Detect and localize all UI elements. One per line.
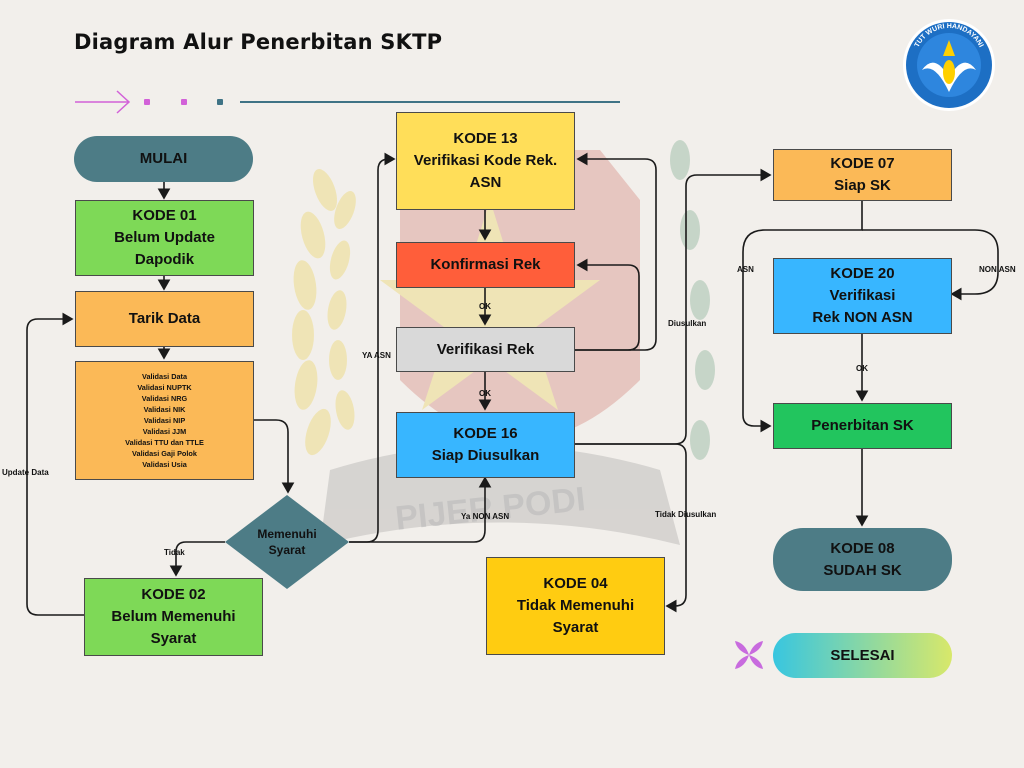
selesai-node: SELESAI	[773, 633, 952, 678]
non-asn-label: NON ASN	[979, 265, 1016, 274]
validation-item: Validasi NRG	[141, 394, 188, 403]
tidak-diusulkan-label: Tidak Diusulkan	[655, 510, 717, 519]
decision-label: Memenuhi Syarat	[257, 527, 317, 557]
update-data-label: Update Data	[2, 468, 49, 477]
validation-list: Validasi Data Validasi NUPTK Validasi NR…	[75, 361, 254, 480]
ok-label: OK	[479, 302, 491, 311]
kode-07-box: KODE 07 Siap SK	[773, 149, 952, 201]
kode-01-box: KODE 01 Belum Update Dapodik	[75, 200, 254, 276]
kode-08-end-node: KODE 08 SUDAH SK	[773, 528, 952, 591]
verifikasi-rek-box: Verifikasi Rek	[396, 327, 575, 372]
kode-13-box: KODE 13 Verifikasi Kode Rek. ASN	[396, 112, 575, 210]
kode-02-box: KODE 02 Belum Memenuhi Syarat	[84, 578, 263, 656]
ya-non-asn-label: Ya NON ASN	[461, 512, 510, 521]
validation-item: Validasi Gaji Polok	[132, 449, 197, 458]
validation-item: Validasi Data	[141, 372, 188, 381]
diusulkan-label: Diusulkan	[668, 319, 707, 328]
tidak-label: Tidak	[164, 548, 185, 557]
asn-label: ASN	[737, 265, 754, 274]
page-title: Diagram Alur Penerbitan SKTP	[74, 30, 443, 54]
kode-20-box: KODE 20 Verifikasi Rek NON ASN	[773, 258, 952, 334]
penerbitan-sk-box: Penerbitan SK	[773, 403, 952, 449]
decision-diamond	[225, 495, 349, 589]
validation-item: Validasi NUPTK	[137, 383, 192, 392]
validation-item: Validasi NIK	[143, 405, 186, 414]
ok-label: OK	[856, 364, 868, 373]
ya-asn-label: YA ASN	[362, 351, 391, 360]
konfirmasi-rek-box: Konfirmasi Rek	[396, 242, 575, 288]
validation-item: Validasi NIP	[143, 416, 186, 425]
validation-item: Validasi JJM	[142, 427, 187, 436]
tarik-data-box: Tarik Data	[75, 291, 254, 347]
validation-item: Validasi Usia	[142, 460, 187, 469]
kode-04-box: KODE 04 Tidak Memenuhi Syarat	[486, 557, 665, 655]
validation-item: Validasi TTU dan TTLE	[125, 438, 204, 447]
start-node: MULAI	[74, 136, 253, 182]
ok-label: OK	[479, 389, 491, 398]
kode-16-box: KODE 16 Siap Diusulkan	[396, 412, 575, 478]
